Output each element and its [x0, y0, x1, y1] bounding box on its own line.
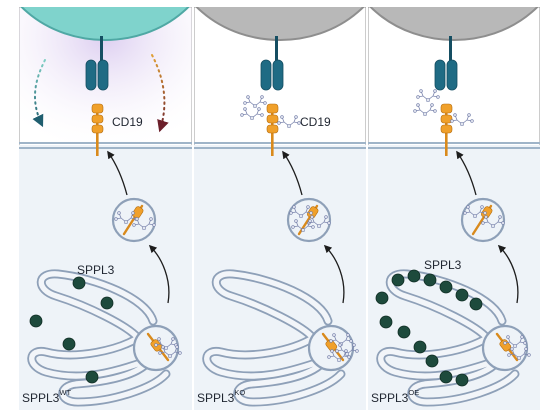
panel-wt: CD19 SPPL3 SPPL3WT: [19, 7, 192, 410]
interacting-cell: [20, 7, 190, 41]
cd19-protein: [91, 103, 104, 156]
panel-ko: CD19 SPPL3KO: [194, 7, 366, 410]
endoplasmic-reticulum: [207, 274, 359, 402]
cd19-protein: [413, 89, 474, 156]
transport-arrow-upper: [282, 150, 303, 196]
transport-arrow-lower: [323, 244, 345, 304]
transport-arrow-upper: [107, 150, 128, 196]
condition-label: SPPL3KO: [197, 388, 245, 405]
dotted-arrow-right: [151, 54, 169, 133]
condition-label: SPPL3OE: [371, 388, 419, 405]
transport-arrow-lower: [497, 244, 519, 304]
transport-vesicle: [286, 197, 332, 243]
condition-label: SPPL3WT: [22, 388, 71, 405]
sppl3-label: SPPL3: [424, 258, 462, 272]
receptor: [85, 36, 109, 91]
transport-vesicle: [111, 197, 157, 243]
sppl3-label: SPPL3: [77, 263, 115, 277]
cd19-protein: [240, 95, 301, 156]
sppl3-beads: [375, 269, 483, 387]
dotted-arrow-left: [32, 59, 46, 128]
transport-vesicle: [460, 197, 506, 243]
transport-arrow-lower: [148, 244, 170, 304]
receptor: [260, 36, 284, 91]
interacting-cell: [369, 7, 539, 41]
interacting-cell: [195, 7, 365, 41]
receptor: [434, 36, 458, 91]
sppl3-beads: [29, 276, 114, 384]
endoplasmic-reticulum: [381, 274, 531, 402]
panel-oe: SPPL3 SPPL3OE: [368, 7, 540, 410]
cd19-label: CD19: [300, 115, 331, 129]
endoplasmic-reticulum: [32, 274, 182, 402]
transport-arrow-upper: [456, 150, 477, 196]
cd19-label: CD19: [112, 115, 143, 129]
